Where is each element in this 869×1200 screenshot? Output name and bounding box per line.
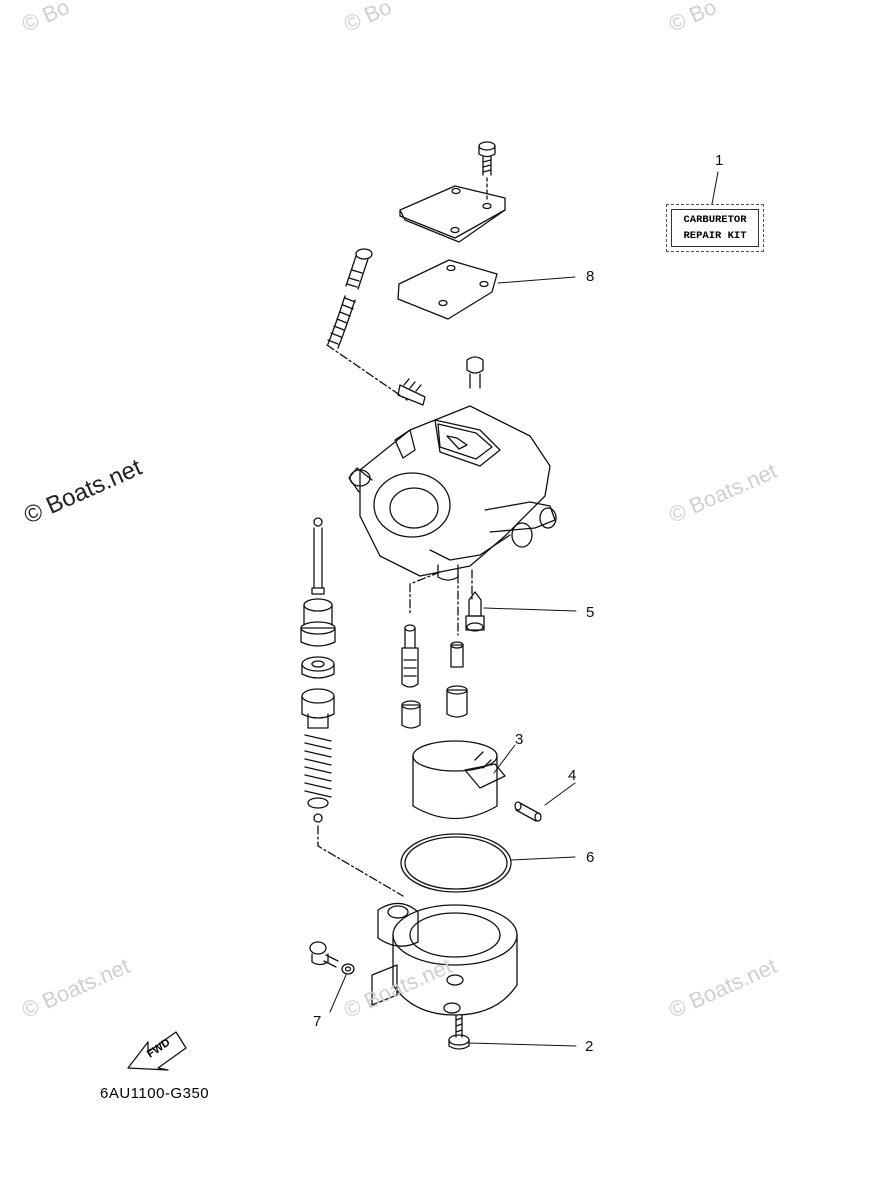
pilot-jet <box>450 641 464 668</box>
main-jet <box>401 700 421 729</box>
callout-6: 6 <box>586 849 595 866</box>
float-3 <box>412 740 506 820</box>
carburetor-body <box>348 356 557 581</box>
bowl-screw-2 <box>448 1014 470 1050</box>
drawing-code: 6AU1100-G350 <box>100 1085 210 1102</box>
cover-plate <box>399 185 506 243</box>
main-nozzle <box>401 624 419 688</box>
carburetor-repair-kit-label: CARBURETOR REPAIR KIT <box>666 204 764 252</box>
kit-line-1: CARBURETOR <box>683 214 747 226</box>
callout-7: 7 <box>313 1013 322 1030</box>
callout-4: 4 <box>568 767 577 784</box>
callout-3: 3 <box>515 731 524 748</box>
callout-8: 8 <box>586 268 595 285</box>
o-ring-6 <box>400 833 512 893</box>
drain-screw <box>309 941 339 968</box>
fwd-arrow-icon <box>127 1031 187 1071</box>
cover-screw <box>478 141 496 176</box>
kit-label-inner: CARBURETOR REPAIR KIT <box>671 209 759 247</box>
plug <box>446 685 468 718</box>
needle-valve-5 <box>465 591 485 632</box>
kit-line-2: REPAIR KIT <box>683 230 747 242</box>
callout-1: 1 <box>715 152 724 169</box>
pilot-screw-spring <box>327 248 373 349</box>
float-bowl <box>371 902 518 1016</box>
gasket-8 <box>397 259 498 320</box>
float-pin-4 <box>514 801 542 822</box>
callout-2: 2 <box>585 1038 594 1055</box>
callout-5: 5 <box>586 604 595 621</box>
plunger-assembly <box>300 517 336 823</box>
fwd-label: FWD <box>145 1037 173 1061</box>
washer-7 <box>341 963 355 975</box>
